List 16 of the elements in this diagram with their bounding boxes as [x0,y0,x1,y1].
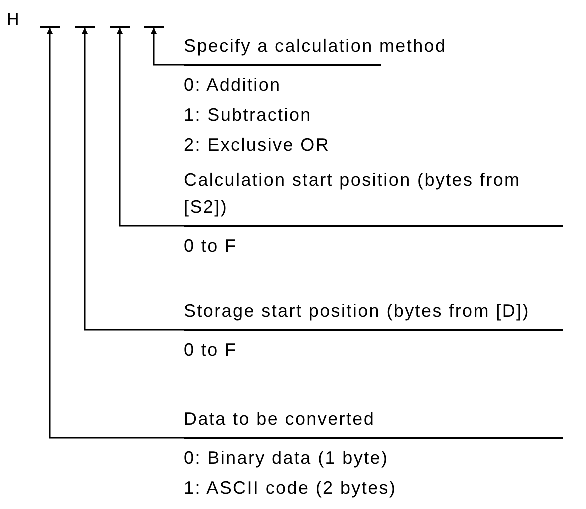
leader-arrow [151,28,184,66]
option-text: 0: Binary data (1 byte) [184,447,390,470]
option-text: 0 to F [184,235,238,258]
field-description: Specify a calculation method [184,35,448,58]
option-text: 0: Addition [184,74,282,97]
option-text: 2: Exclusive OR [184,134,332,157]
leader-arrow [117,28,184,227]
field-description: Calculation start position (bytes from [S2]) [184,169,522,219]
option-text: 0 to F [184,339,238,362]
leader-arrow [47,28,184,439]
leader-arrow [82,28,184,331]
option-text: 1: Subtraction [184,104,313,127]
option-text: 1: ASCII code (2 bytes) [184,477,398,500]
field-description: Data to be converted [184,408,376,431]
hex-prefix: H [7,9,20,31]
field-description: Storage start position (bytes from [D]) [184,300,531,323]
